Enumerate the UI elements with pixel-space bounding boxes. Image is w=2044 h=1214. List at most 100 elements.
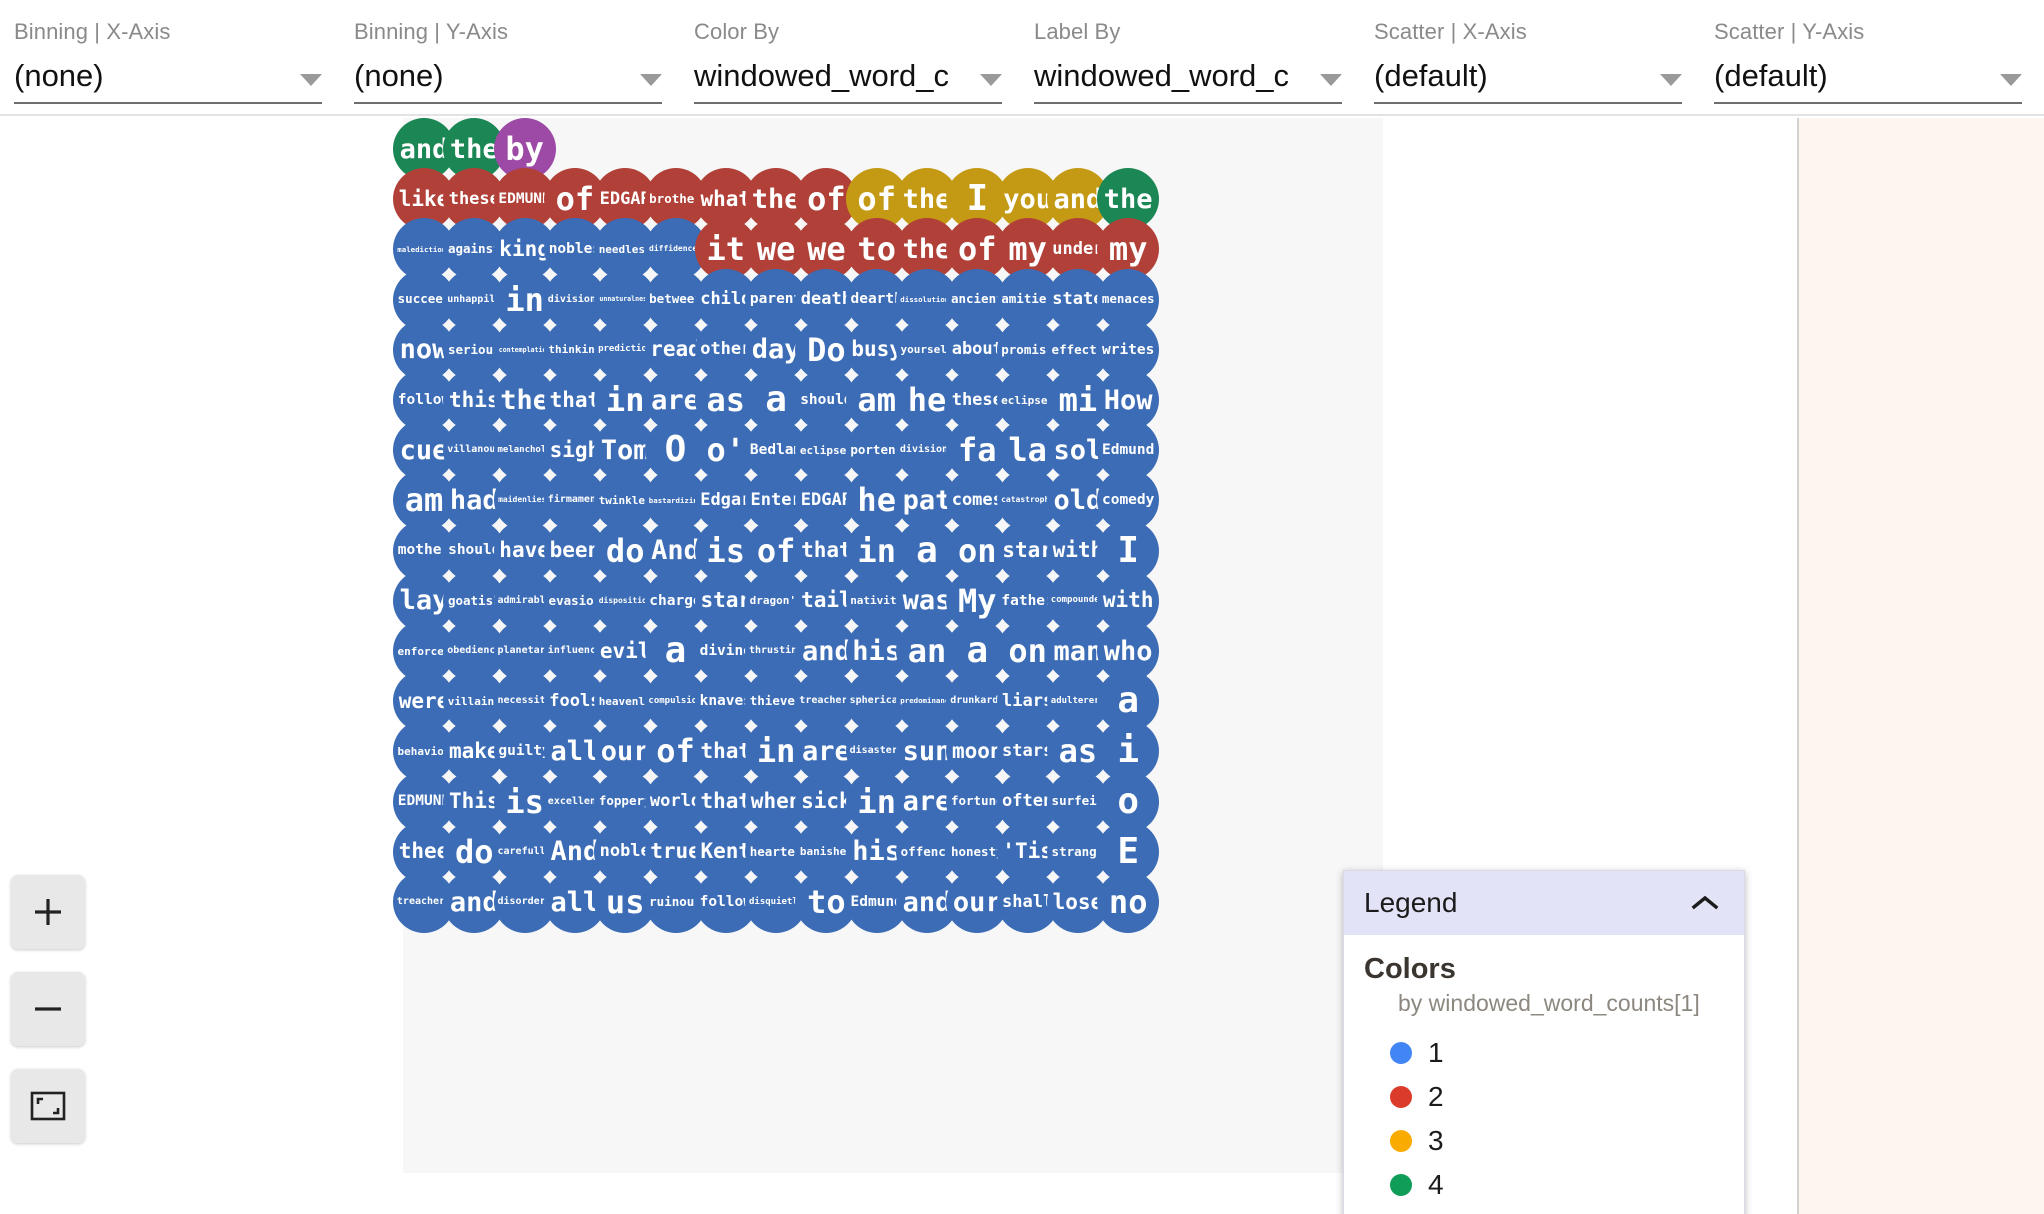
control-select[interactable]: (default) xyxy=(1714,54,2022,104)
bubble-label: villanous xyxy=(447,444,502,456)
bubble-label: lose xyxy=(1052,889,1104,914)
bubble-point[interactable]: we xyxy=(745,218,808,281)
bubble-label: compounded xyxy=(1050,595,1105,606)
bubble-label: portend xyxy=(850,441,904,457)
legend-item[interactable]: 4 xyxy=(1364,1163,1744,1207)
bubble-point[interactable]: a xyxy=(1097,670,1160,733)
bubble-point[interactable]: writes xyxy=(1097,318,1160,381)
bubble-label: man xyxy=(1053,635,1103,667)
bubble-label: knaves xyxy=(699,692,752,709)
bubble-label: the xyxy=(902,183,952,215)
bubble-label: this xyxy=(449,387,500,412)
bubble-point[interactable]: man xyxy=(1046,620,1109,682)
chevron-down-icon[interactable] xyxy=(2000,74,2022,86)
legend-item[interactable]: 2 xyxy=(1364,1075,1744,1119)
bubble-label: villains xyxy=(447,694,501,708)
zoom-in-button[interactable] xyxy=(11,875,85,949)
legend-items: 12345 xyxy=(1364,1031,1744,1214)
bubble-label: of xyxy=(807,180,846,219)
bubble-label: we xyxy=(807,230,846,269)
bubble-label: that xyxy=(700,789,752,814)
bubble-label: that xyxy=(700,738,752,763)
bubble-label: dragon's xyxy=(749,594,803,608)
control-select[interactable]: windowed_word_c xyxy=(694,54,1002,104)
bubble-point[interactable]: we xyxy=(795,218,858,281)
bubble-label: world xyxy=(649,791,702,812)
bubble-point[interactable]: Edmund xyxy=(1097,419,1160,482)
bubble-label: Edmund xyxy=(1101,441,1155,458)
bubble-label: ancient xyxy=(950,291,1004,307)
legend-panel[interactable]: Legend Colors by windowed_word_counts[1]… xyxy=(1343,870,1745,1214)
legend-item[interactable]: 3 xyxy=(1364,1119,1744,1163)
bubble-label: should xyxy=(800,391,853,408)
control-binning-x-axis[interactable]: Binning | X-Axis (none) xyxy=(0,0,340,104)
bubble-label: melancholy xyxy=(497,444,552,455)
bubble-label: disasters xyxy=(849,745,904,757)
bubble-point[interactable]: comedy xyxy=(1097,469,1160,532)
bubble-label: fortune xyxy=(950,793,1004,809)
bubble-point[interactable]: E xyxy=(1097,820,1160,883)
bubble-label: la xyxy=(1008,431,1047,470)
bubble-label: My xyxy=(958,581,997,620)
bubble-label: these xyxy=(951,389,1003,410)
bubble-point[interactable]: How xyxy=(1097,369,1160,431)
bubble-point[interactable]: hearted xyxy=(745,820,808,883)
bubble-label: And xyxy=(550,836,600,868)
chevron-down-icon[interactable] xyxy=(640,74,662,86)
bubble-point[interactable]: no xyxy=(1097,871,1160,933)
reset-zoom-button[interactable] xyxy=(11,1069,85,1143)
bubble-label: Bedlam xyxy=(749,441,803,458)
control-select[interactable]: (none) xyxy=(354,54,662,104)
bubble-point[interactable]: dearth xyxy=(845,268,908,331)
bubble-label: EDGAR xyxy=(599,188,651,209)
legend-swatch xyxy=(1390,1174,1412,1196)
bubble-label: are xyxy=(902,786,952,818)
right-side-panel xyxy=(1797,118,2044,1214)
bubble-label: death xyxy=(800,289,852,310)
bubble-label: us xyxy=(605,883,645,921)
bubble-label: in xyxy=(756,732,796,771)
control-select[interactable]: (default) xyxy=(1374,54,1682,104)
control-label-by[interactable]: Label By windowed_word_c xyxy=(1020,0,1360,104)
control-scatter-x-axis[interactable]: Scatter | X-Axis (default) xyxy=(1360,0,1700,104)
bubble-label: mi xyxy=(1058,381,1098,419)
bubble-label: behavior xyxy=(397,744,451,758)
bubble-label: that xyxy=(549,387,601,412)
bubble-label: excellent xyxy=(547,795,602,807)
bubble-label: banished xyxy=(799,845,853,859)
bubble-point[interactable]: ruinous xyxy=(644,871,707,933)
bubble-label: who xyxy=(1103,635,1153,667)
bubble-label: fools xyxy=(549,690,601,711)
control-binning-y-axis[interactable]: Binning | Y-Axis (none) xyxy=(340,0,680,104)
bubble-point[interactable]: evasion xyxy=(543,569,606,632)
chevron-down-icon[interactable] xyxy=(1320,74,1342,86)
bubble-label: eclipses xyxy=(1001,393,1055,407)
legend-header[interactable]: Legend xyxy=(1344,871,1744,935)
bubble-point[interactable]: all xyxy=(543,871,606,933)
bubble-label: effects xyxy=(1051,341,1105,357)
bubble-point[interactable]: to xyxy=(795,871,858,933)
control-select[interactable]: (none) xyxy=(14,54,322,104)
bubble-label: are xyxy=(802,735,851,767)
chevron-down-icon[interactable] xyxy=(300,74,322,86)
legend-item[interactable]: 5 xyxy=(1364,1207,1744,1214)
bubble-label: am xyxy=(404,481,444,520)
bubble-label: sigh xyxy=(549,437,601,462)
chevron-down-icon[interactable] xyxy=(980,74,1002,86)
control-color-by[interactable]: Color By windowed_word_c xyxy=(680,0,1020,104)
zoom-out-button[interactable] xyxy=(11,972,85,1046)
bubble-point[interactable]: and xyxy=(443,871,506,933)
control-select[interactable]: windowed_word_c xyxy=(1034,54,1342,104)
bubble-point[interactable]: my xyxy=(996,218,1059,281)
control-value: (none) xyxy=(14,58,104,93)
bubble-label: maledictions xyxy=(397,244,451,254)
chevron-up-icon[interactable] xyxy=(1690,893,1720,913)
bubble-label: our xyxy=(952,886,1002,918)
control-scatter-y-axis[interactable]: Scatter | Y-Axis (default) xyxy=(1700,0,2040,104)
legend-item[interactable]: 1 xyxy=(1364,1031,1744,1075)
chevron-down-icon[interactable] xyxy=(1660,74,1682,86)
bubble-point[interactable]: our xyxy=(946,871,1009,933)
bubble-label: EDGAR xyxy=(800,489,852,510)
